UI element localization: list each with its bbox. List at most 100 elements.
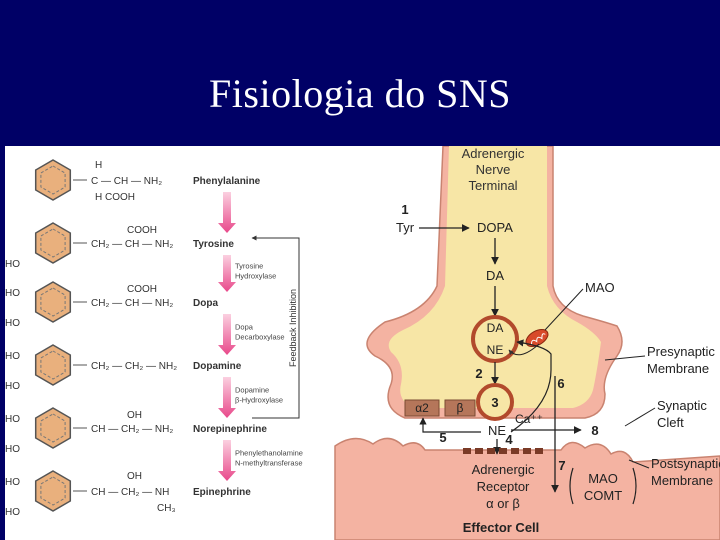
enzyme-label-3: β-Hydroxylase bbox=[235, 396, 283, 405]
side-chain: CH₂ — CH — NH₂ bbox=[91, 239, 173, 250]
benzene-ring-6 bbox=[34, 470, 72, 512]
storage-vesicle bbox=[471, 315, 519, 363]
mao-comt-bracket-left bbox=[569, 467, 574, 505]
pathway-steps: PhenylalanineTyrosineDopaDopamineNorepin… bbox=[193, 176, 267, 498]
ho-substituent: HO bbox=[5, 288, 20, 299]
enzyme-labels: TyrosineHydroxylaseDopaDecarboxylaseDopa… bbox=[235, 262, 303, 468]
receptor-dot bbox=[463, 448, 471, 454]
enzyme-label-1: Hydroxylase bbox=[235, 272, 276, 281]
side-chain-top: OH bbox=[127, 471, 142, 482]
step-8-number: 8 bbox=[591, 423, 598, 438]
postsynaptic-label-2: Membrane bbox=[651, 473, 713, 488]
ho-substituent: HO bbox=[5, 259, 20, 270]
vesicle-da-label: DA bbox=[487, 321, 504, 335]
receptor-label-1: Adrenergic bbox=[472, 462, 535, 477]
receptor-dot bbox=[511, 448, 519, 454]
step-4-number: 4 bbox=[505, 432, 513, 447]
cleft-label-2: Cleft bbox=[657, 415, 684, 430]
benzene-ring-5 bbox=[34, 407, 72, 449]
pathway-arrow-2 bbox=[218, 255, 236, 292]
side-chain-top: COOH bbox=[127, 284, 157, 295]
slide-title: Fisiologia do SNS bbox=[209, 71, 511, 116]
step-name-5: Norepinephrine bbox=[193, 424, 267, 435]
alpha2-label: α2 bbox=[415, 401, 429, 415]
enzyme-label-4: N-methyltransferase bbox=[235, 459, 303, 468]
ho-substituent: HO bbox=[5, 381, 20, 392]
presynaptic-label-1: Presynaptic bbox=[647, 344, 715, 359]
enzyme-label-1: Tyrosine bbox=[235, 262, 263, 271]
side-chain-bottom: H COOH bbox=[95, 192, 135, 203]
alpha2-receptor bbox=[404, 399, 440, 417]
benzene-ring-inner-3 bbox=[40, 287, 66, 317]
receptor-dot bbox=[475, 448, 483, 454]
cleft-ne-label: NE bbox=[488, 423, 506, 438]
side-chain-top: OH bbox=[127, 410, 142, 421]
postsynaptic-receptors bbox=[463, 448, 543, 454]
effector-cell-membrane bbox=[334, 437, 720, 540]
dopa-label: DOPA bbox=[477, 220, 513, 235]
benzene-ring-inner-4 bbox=[40, 350, 66, 380]
benzene-rings bbox=[34, 159, 87, 512]
enzyme-label-3: Dopamine bbox=[235, 386, 269, 395]
fusing-vesicle bbox=[476, 383, 514, 421]
receptor-label-2: Receptor bbox=[477, 479, 530, 494]
side-chain: CH — CH₂ — NH₂ bbox=[91, 424, 173, 435]
cleft-label-1: Synaptic bbox=[657, 398, 707, 413]
pathway-arrow-3 bbox=[218, 314, 236, 355]
side-chain-bottom: CH₃ bbox=[157, 503, 176, 514]
ho-substituent: HO bbox=[5, 507, 20, 518]
vesicle-ne-label: NE bbox=[487, 343, 504, 357]
step-name-1: Phenylalanine bbox=[193, 176, 261, 187]
postsynaptic-label-1: Postsynaptic bbox=[651, 456, 720, 471]
enzyme-label-2: Dopa bbox=[235, 323, 254, 332]
ho-substituent: HO bbox=[5, 477, 20, 488]
nerve-terminal-cytoplasm bbox=[388, 146, 601, 408]
terminal-label-3: Terminal bbox=[468, 178, 517, 193]
feedback-arrow bbox=[251, 235, 300, 419]
mao-breakdown-arrow bbox=[508, 343, 540, 356]
enzyme-label-4: Phenylethanolamine bbox=[235, 449, 303, 458]
mitochondrion-cristae bbox=[531, 333, 546, 345]
receptor-dot bbox=[487, 448, 495, 454]
benzene-ring-inner-6 bbox=[40, 476, 66, 506]
mao-comt-label-1: MAO bbox=[588, 471, 618, 486]
ho-substituent: HO bbox=[5, 444, 20, 455]
autoreceptor-feedback-arrow bbox=[419, 417, 481, 433]
pathway-arrow-5 bbox=[218, 440, 236, 481]
receptor-dot bbox=[499, 448, 507, 454]
mao-comt-bracket-right bbox=[632, 467, 637, 505]
da-label: DA bbox=[486, 268, 504, 283]
benzene-ring-2 bbox=[34, 222, 72, 264]
benzene-ring-4 bbox=[34, 344, 72, 386]
terminal-label-1: Adrenergic bbox=[462, 146, 525, 161]
step-3-number: 3 bbox=[491, 395, 498, 410]
reuptake-arrow bbox=[510, 339, 552, 433]
effector-cell-label: Effector Cell bbox=[463, 520, 540, 535]
beta-label: β bbox=[457, 401, 464, 415]
cleft-pointer bbox=[624, 407, 656, 427]
feedback-label: Feedback Inhibition bbox=[288, 289, 298, 367]
step-name-3: Dopa bbox=[193, 298, 218, 309]
tyr-label: Tyr bbox=[396, 220, 415, 235]
calcium-label: Ca⁺⁺ bbox=[515, 412, 543, 426]
mao-pointer bbox=[544, 288, 584, 331]
benzene-ring-1 bbox=[34, 159, 72, 201]
ho-substituent: HO bbox=[5, 351, 20, 362]
step-1-number: 1 bbox=[401, 202, 408, 217]
receptor-label-3: α or β bbox=[486, 496, 520, 511]
enzyme-label-2: Decarboxylase bbox=[235, 333, 285, 342]
side-chain: CH₂ — CH — NH₂ bbox=[91, 298, 173, 309]
side-chain-top: H bbox=[95, 160, 102, 171]
step-5-number: 5 bbox=[439, 430, 446, 445]
benzene-ring-inner-2 bbox=[40, 228, 66, 258]
beta-receptor bbox=[444, 399, 476, 417]
step-name-2: Tyrosine bbox=[193, 239, 234, 250]
mao-label: MAO bbox=[585, 280, 615, 295]
receptor-dot bbox=[523, 448, 531, 454]
mao-comt-label-2: COMT bbox=[584, 488, 622, 503]
presynaptic-pointer bbox=[604, 355, 646, 361]
benzene-ring-inner-1 bbox=[40, 165, 66, 195]
